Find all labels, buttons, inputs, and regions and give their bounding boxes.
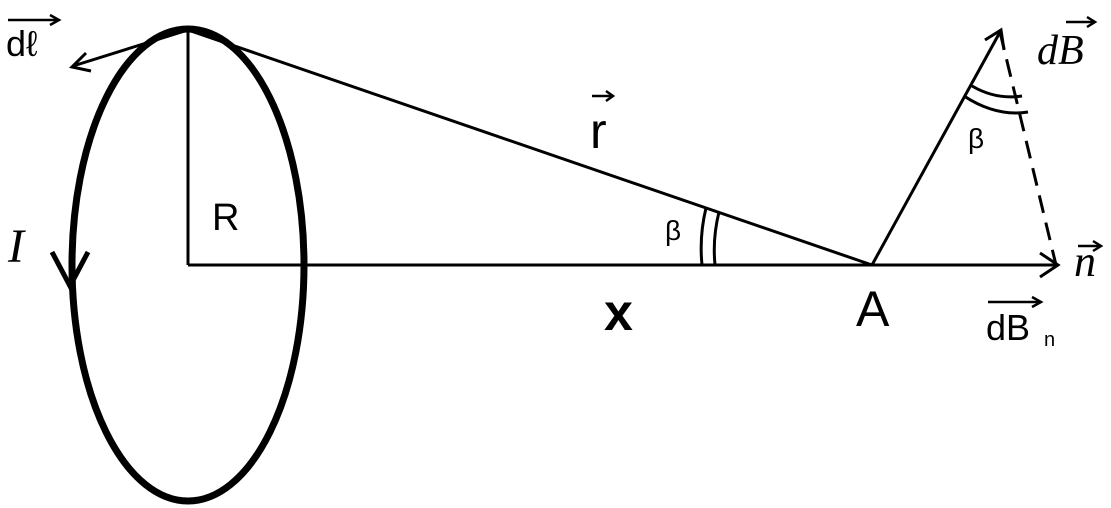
db-vector-label: dB xyxy=(1037,28,1084,74)
beta-field-label: β xyxy=(968,123,984,154)
dbn-subscript: n xyxy=(1044,329,1055,351)
beta-field-arc-inner xyxy=(971,84,1023,99)
projection-dashed-line xyxy=(998,31,1058,266)
r-vector-line xyxy=(187,28,873,267)
beta-angle-arc-inner xyxy=(712,211,721,266)
current-direction-arrow xyxy=(49,250,91,292)
distance-label: x xyxy=(604,284,633,342)
axis-arrowhead xyxy=(1039,251,1061,279)
dl-vector-line xyxy=(72,28,189,68)
dbn-vector-label: dB xyxy=(986,307,1030,348)
beta-angle-arc-outer xyxy=(699,207,708,266)
radius-label: R xyxy=(212,197,239,239)
dbn-vector-overline-head xyxy=(1031,295,1044,309)
point-a-label: A xyxy=(856,281,890,337)
dl-vector-overline-head xyxy=(49,13,62,27)
r-vector-overline-head xyxy=(605,89,616,103)
beta-triangle-label: β xyxy=(665,215,681,246)
current-label: I xyxy=(7,220,26,273)
normal-vector-label: n xyxy=(1074,237,1096,286)
beta-field-arc-outer xyxy=(963,94,1029,115)
db-vector-line xyxy=(870,31,1002,266)
dl-vector-label: dℓ xyxy=(6,23,38,64)
db-vector-overline-head xyxy=(1086,15,1098,29)
dl-arrowhead xyxy=(68,51,92,73)
r-vector-label: r xyxy=(590,103,607,159)
normal-vector-overline-head xyxy=(1092,239,1104,253)
